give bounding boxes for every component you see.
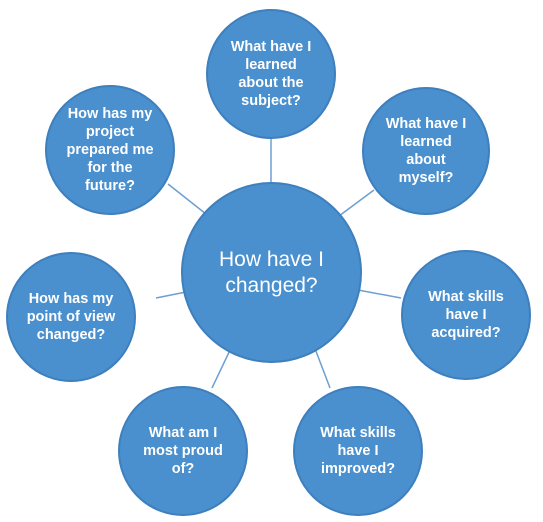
node-skills-improved: What skills have I improved? [293,386,423,516]
node-point-of-view-label: How has my point of view changed? [26,291,116,343]
connector-improved [313,345,331,389]
node-point-of-view: How has my point of view changed? [6,252,136,382]
node-learned-about-myself: What have I learned about myself? [362,87,490,215]
connector-proud [211,345,233,389]
node-prepared-for-future-label: How has my project prepared me for the f… [66,106,154,194]
connector-point-of-view [155,291,187,299]
node-skills-acquired-label: What skills have I acquired? [428,289,504,341]
node-learned-about-myself-label: What have I learned about myself? [385,116,467,186]
central-node-how-have-i-changed: How have I changed? [181,182,362,363]
node-prepared-for-future: How has my project prepared me for the f… [45,85,175,215]
node-skills-improved-label: What skills have I improved? [320,425,396,477]
node-most-proud-of-label: What am I most proud of? [143,425,223,477]
connector-myself [338,189,375,217]
central-node-label: How have I changed? [218,247,325,297]
connector-future [167,183,207,215]
node-skills-acquired: What skills have I acquired? [401,250,531,380]
node-learned-about-subject-label: What have I learned about the subject? [230,39,312,109]
node-most-proud-of: What am I most proud of? [118,386,248,516]
connector-acquired [357,289,402,299]
node-learned-about-subject: What have I learned about the subject? [206,9,336,139]
